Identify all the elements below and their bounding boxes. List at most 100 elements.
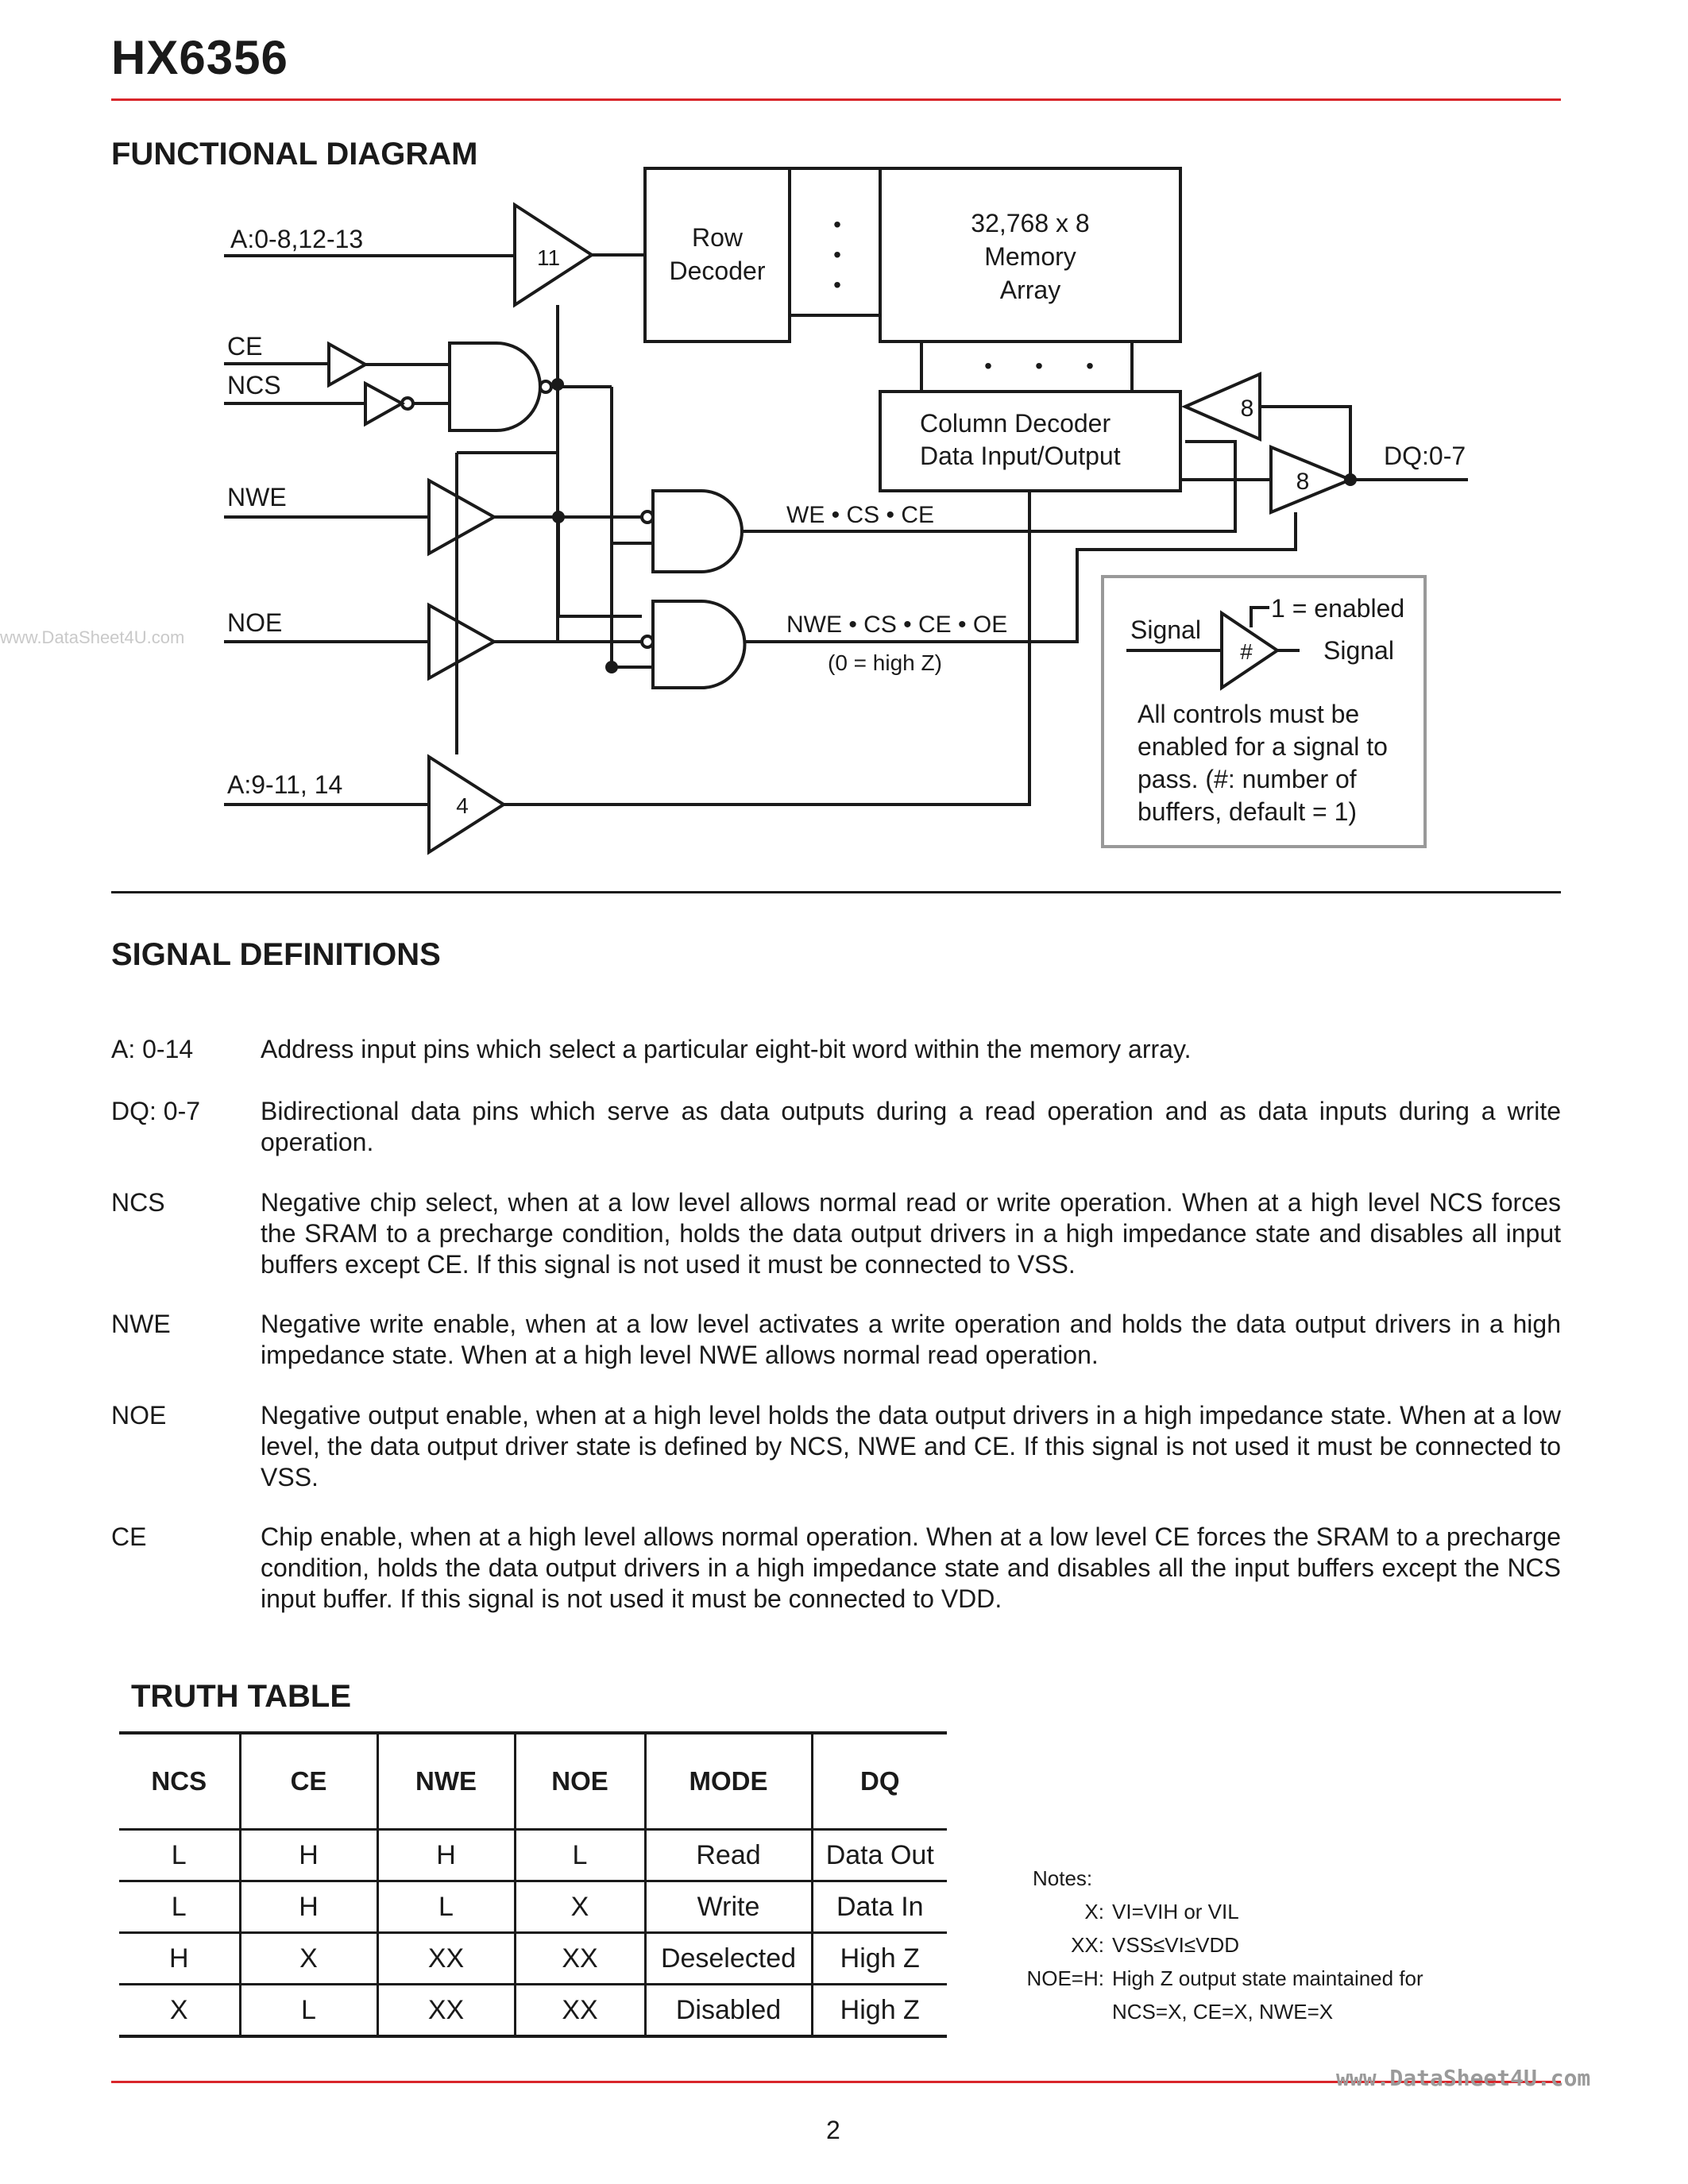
- output-data-buffer: [1269, 445, 1355, 515]
- row-address-buffer: [513, 202, 595, 308]
- wire-we-cs-ce: [742, 440, 1237, 533]
- legend-buffer-symbol: #: [1240, 639, 1253, 664]
- column-bus: [920, 341, 1134, 390]
- table-cell: Write: [643, 1880, 812, 1933]
- column-bus-dot-3: •: [1086, 353, 1094, 378]
- row-decoder-block: [643, 167, 791, 343]
- table-row: H X XX XX Deselected High Z: [119, 1931, 947, 1985]
- label-we-cs-ce: WE • CS • CE: [786, 502, 934, 528]
- table-cell: X: [119, 1983, 240, 2038]
- row-bus-dot-2: •: [833, 242, 841, 267]
- note-value: NCS=X, CE=X, NWE=X: [1112, 2000, 1334, 2024]
- column-header: NCS: [119, 1731, 240, 1830]
- column-header: DQ: [810, 1731, 947, 1830]
- signal-description: Negative write enable, when at a low lev…: [261, 1310, 1561, 1369]
- legend-description-3: pass. (#: number of: [1138, 765, 1357, 793]
- note-key: XX:: [1071, 1933, 1104, 1957]
- footer-rule: [111, 2081, 1561, 2083]
- label-output-enable: NWE • CS • CE • OE: [786, 612, 1007, 638]
- table-cell: Read: [643, 1828, 812, 1881]
- junction-nand: [551, 378, 564, 391]
- table-cell: H: [238, 1880, 377, 1933]
- wire-nwe-to-oe: [557, 517, 642, 618]
- column-header: MODE: [643, 1731, 812, 1830]
- table-cell: L: [119, 1880, 240, 1933]
- table-cell: L: [238, 1983, 377, 2038]
- header-rule: [111, 98, 1561, 101]
- row-bus: [790, 167, 879, 317]
- column-header: NWE: [376, 1731, 515, 1830]
- row-bus-dot-1: •: [833, 212, 841, 237]
- table-cell: High Z: [810, 1931, 947, 1985]
- legend-description-2: enabled for a signal to: [1138, 732, 1388, 761]
- legend-box: [1101, 575, 1427, 848]
- table-cell: XX: [513, 1931, 645, 1985]
- notes-heading: Notes:: [1033, 1866, 1093, 1890]
- table-row: L H H L Read Data Out: [119, 1828, 947, 1881]
- junction-dq: [1344, 473, 1357, 486]
- signal-name: A: 0-14: [111, 1035, 194, 1063]
- column-decoder-line-2: Data Input/Output: [920, 442, 1121, 470]
- table-cell: High Z: [810, 1983, 947, 2038]
- label-ncs: NCS: [227, 371, 281, 399]
- signal-description: Negative output enable, when at a high l…: [261, 1401, 1561, 1491]
- column-bus-dot-1: •: [984, 353, 992, 378]
- note-value: High Z output state maintained for: [1112, 1966, 1423, 1990]
- legend-description-1: All controls must be: [1138, 700, 1359, 728]
- label-a-row: A:0-8,12-13: [230, 225, 363, 253]
- table-cell: L: [376, 1880, 515, 1933]
- table-cell: H: [238, 1828, 377, 1881]
- note-key: NOE=H:: [1026, 1966, 1104, 1990]
- legend-enable-wire: [1250, 606, 1269, 627]
- page-number: 2: [826, 2116, 840, 2144]
- row-decoder-line-1: Row: [692, 223, 744, 252]
- noe-inversion-bubble: [640, 635, 655, 649]
- nwe-buffer: [427, 477, 498, 557]
- legend-input-label: Signal: [1130, 615, 1201, 644]
- side-watermark: www.DataSheet4U.com: [0, 627, 185, 647]
- table-cell: Deselected: [643, 1931, 812, 1985]
- label-output-note: (0 = high Z): [828, 650, 942, 675]
- legend-buffer: [1220, 610, 1280, 691]
- nwe-inversion-bubble: [640, 510, 655, 524]
- signal-name: NCS: [111, 1188, 165, 1217]
- signal-description: Negative chip select, when at a low leve…: [261, 1188, 1561, 1279]
- noe-buffer: [427, 602, 498, 681]
- table-cell: XX: [376, 1931, 515, 1985]
- table-cell: L: [513, 1828, 645, 1881]
- signal-name: NWE: [111, 1310, 171, 1338]
- legend-description-4: buffers, default = 1): [1138, 797, 1357, 826]
- table-cell: H: [376, 1828, 515, 1881]
- table-cell: XX: [376, 1983, 515, 2038]
- chip-select-inversion-bubble: [539, 380, 553, 394]
- table-cell: X: [238, 1931, 377, 1985]
- label-nwe: NWE: [227, 483, 287, 511]
- legend-output-label: Signal: [1323, 636, 1394, 665]
- label-ce: CE: [227, 332, 262, 361]
- column-header: CE: [238, 1731, 377, 1830]
- truth-table: NCS CE NWE NOE MODE DQ L H H L Read Data…: [119, 1731, 947, 2038]
- signal-definitions-title: SIGNAL DEFINITIONS: [111, 937, 441, 972]
- signal-description: Bidirectional data pins which serve as d…: [261, 1097, 1561, 1156]
- table-cell: X: [513, 1880, 645, 1933]
- junction-cs-oe: [605, 661, 618, 673]
- table-cell: Data Out: [810, 1828, 947, 1881]
- wire-col-address: [504, 491, 1031, 806]
- table-cell: Data In: [810, 1880, 947, 1933]
- output-buffer-count: 8: [1296, 469, 1310, 495]
- signal-name: NOE: [111, 1401, 167, 1430]
- junction-nwe: [552, 511, 565, 523]
- label-a-col: A:9-11, 14: [227, 770, 342, 799]
- memory-array-line-3: Array: [1000, 276, 1060, 304]
- ncs-inversion-bubble: [400, 396, 415, 411]
- memory-array-line-1: 32,768 x 8: [971, 209, 1089, 237]
- column-bus-dot-2: •: [1035, 353, 1043, 378]
- legend-enabled-note: 1 = enabled: [1271, 594, 1404, 623]
- truth-table-header: NCS CE NWE NOE MODE DQ: [119, 1731, 947, 1830]
- column-address-buffer: [427, 754, 507, 855]
- table-cell: H: [119, 1931, 240, 1985]
- functional-diagram: A:0-8,12-13 11 Row Decoder • • • 32,768 …: [224, 167, 1468, 855]
- signal-name: DQ: 0-7: [111, 1097, 201, 1125]
- ce-buffer: [327, 341, 369, 388]
- note-key: X:: [1084, 1900, 1104, 1924]
